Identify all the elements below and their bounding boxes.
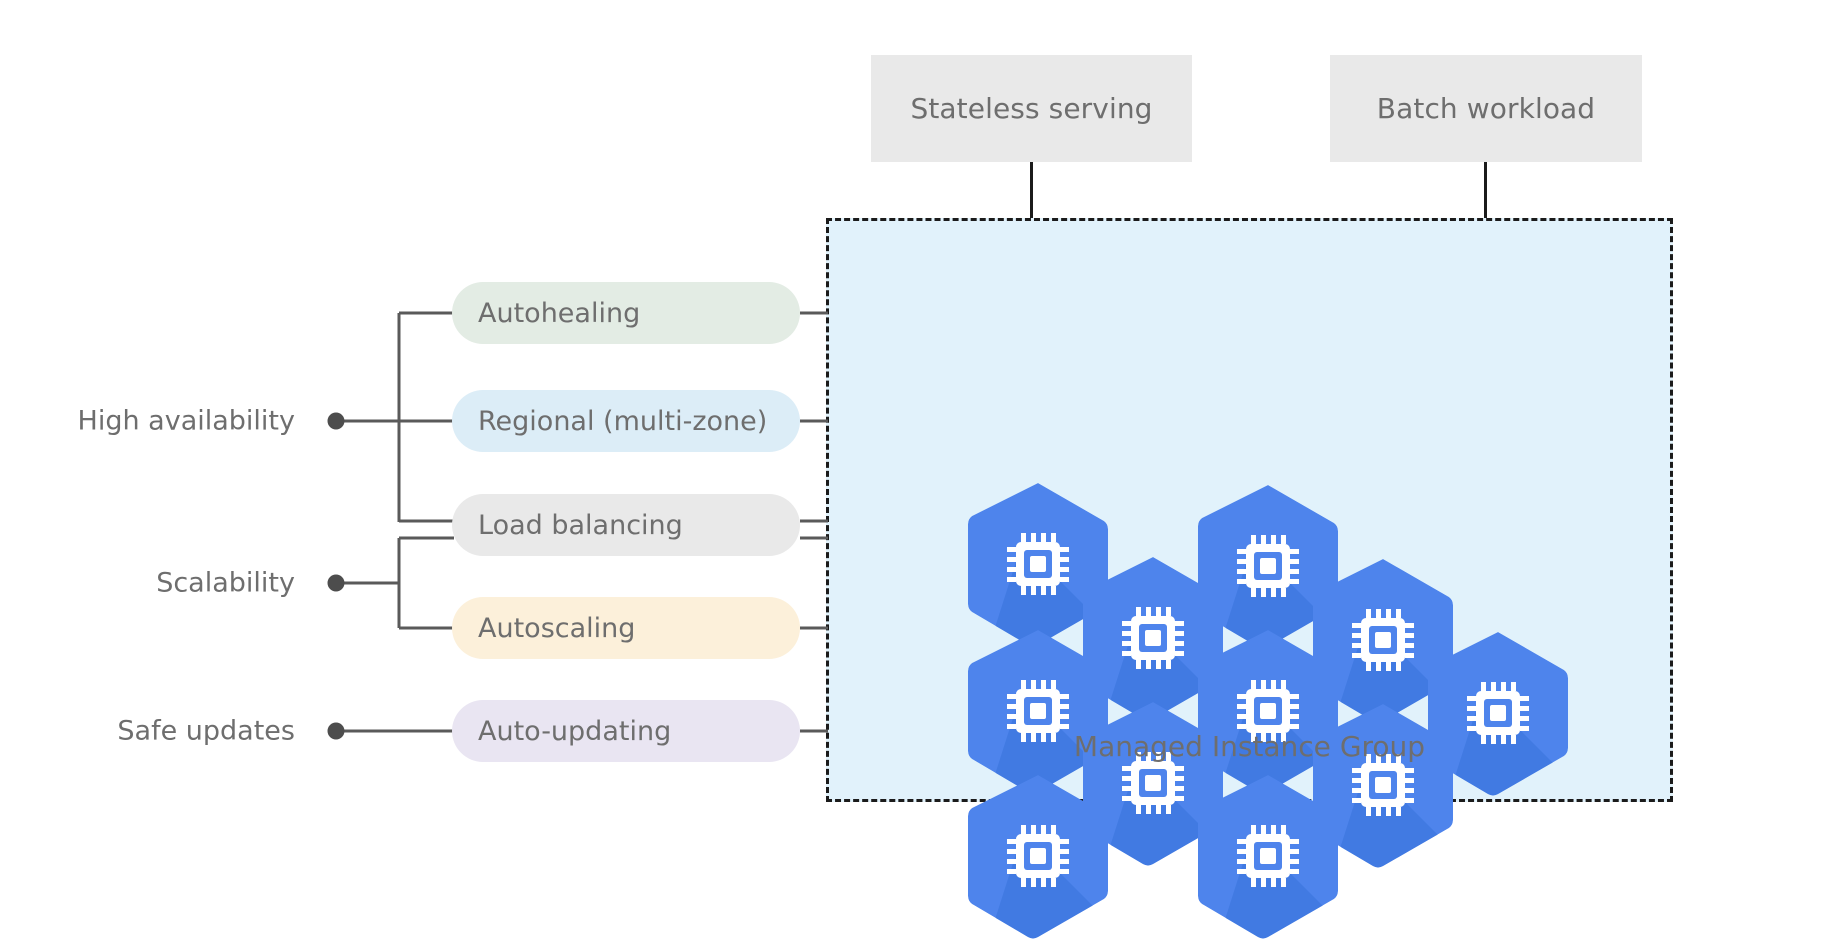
feature-pill-label: Auto-updating: [478, 715, 672, 747]
group-label-high-availability: High availability: [77, 405, 295, 437]
instance-hexagon[interactable]: [966, 628, 1110, 794]
instance-hexagon[interactable]: [1311, 702, 1455, 868]
connector-load-balancing-to-mig-b: [800, 536, 828, 540]
connector-high-availability-to-autohealing: [399, 311, 454, 315]
feature-pill-autohealing[interactable]: Autohealing: [452, 282, 800, 344]
feature-pill-autoscaling[interactable]: Autoscaling: [452, 597, 800, 659]
connector-scalability-to-load-balancing: [399, 536, 454, 540]
workload-box-stateless-serving[interactable]: Stateless serving: [871, 55, 1192, 162]
instance-hexagon[interactable]: [1196, 628, 1340, 794]
connector-load-balancing-to-mig-a: [800, 519, 828, 523]
feature-pill-label: Load balancing: [478, 509, 683, 541]
group-label-safe-updates: Safe updates: [117, 715, 295, 747]
group-label-scalability: Scalability: [156, 567, 295, 599]
feature-pill-label: Autoscaling: [478, 612, 636, 644]
workload-label: Stateless serving: [910, 92, 1153, 125]
feature-pill-regional[interactable]: Regional (multi-zone): [452, 390, 800, 452]
group-dot-high-availability[interactable]: [327, 412, 345, 430]
connector-high-availability-to-regional: [399, 419, 454, 423]
diagram-canvas: Stateless serving Batch workload: [77, 55, 1673, 939]
connector-regional-to-mig: [800, 419, 828, 423]
instance-hexagon[interactable]: [1081, 555, 1225, 721]
feature-pill-load-balancing[interactable]: Load balancing: [452, 494, 800, 556]
connector-scalability-to-autoscaling: [399, 626, 454, 630]
connector-high-availability-spine: [397, 313, 401, 522]
connector-stateless-serving-to-mig: [1030, 162, 1033, 220]
instance-hexagon[interactable]: [1311, 557, 1455, 723]
managed-instance-group-label: Managed Instance Group: [1073, 730, 1426, 763]
managed-instance-group-container: [826, 218, 1673, 939]
instance-hexagon[interactable]: [1081, 700, 1225, 866]
instance-hexagon[interactable]: [1196, 483, 1340, 649]
connector-autohealing-to-mig: [800, 311, 828, 315]
group-dot-safe-updates[interactable]: [327, 722, 345, 740]
connector-high-availability-stem: [344, 419, 400, 423]
instance-hexagon[interactable]: [966, 481, 1110, 647]
instance-hexagon[interactable]: [1426, 630, 1570, 796]
workload-label: Batch workload: [1376, 92, 1596, 125]
connector-high-availability-to-load-balancing: [399, 519, 454, 523]
instance-hexagon[interactable]: [966, 773, 1110, 939]
connector-auto-updating-to-mig: [800, 729, 828, 733]
feature-pill-label: Autohealing: [478, 297, 641, 329]
group-dot-scalability[interactable]: [327, 574, 345, 592]
connector-autoscaling-to-mig: [800, 626, 828, 630]
workload-box-batch-workload[interactable]: Batch workload: [1330, 55, 1642, 162]
instance-hexagon[interactable]: [1196, 773, 1340, 939]
connector-scalability-stem: [344, 581, 400, 585]
connector-batch-workload-to-mig: [1484, 162, 1487, 220]
connector-safe-updates-to-auto-updating: [344, 729, 454, 733]
connector-scalability-spine: [397, 538, 401, 628]
feature-pill-label: Regional (multi-zone): [478, 405, 768, 437]
feature-pill-auto-updating[interactable]: Auto-updating: [452, 700, 800, 762]
